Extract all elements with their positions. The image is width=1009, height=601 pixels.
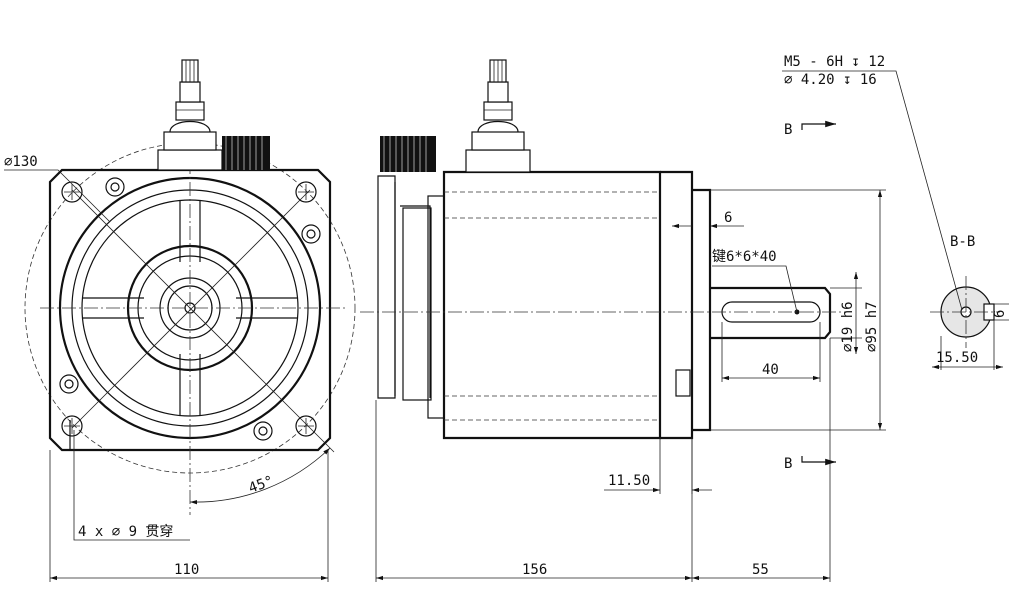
rear-spacer	[402, 207, 432, 401]
label-section-bottom: B	[784, 456, 792, 472]
section-bb	[930, 276, 1009, 370]
label-width110: 110	[174, 562, 199, 578]
side-power-connector	[465, 59, 531, 173]
mount-hole-leader	[73, 430, 190, 541]
front-diagonals	[71, 189, 311, 429]
dia130-leader	[4, 169, 111, 223]
angle-45-arc	[189, 447, 331, 505]
side-encoder-connector	[380, 136, 436, 172]
label-angle: 45°	[247, 473, 276, 497]
rear-step	[394, 182, 431, 398]
motor-body	[442, 170, 662, 440]
section-extension-lines	[940, 320, 995, 370]
labels: ∅130 4 x ∅ 9 贯穿 45° 110 156 55 11.50 6 键…	[4, 54, 1008, 578]
front-view	[24, 59, 356, 515]
label-section-width: 15.50	[936, 350, 978, 366]
body-hidden-lines	[444, 191, 660, 421]
rear-cover	[377, 175, 396, 399]
width110-extensions	[49, 450, 329, 582]
key40-extensions	[721, 322, 821, 382]
mount-hole-tl	[61, 181, 83, 203]
label-dia130: ∅130	[4, 154, 38, 170]
screw-boss-1	[105, 177, 125, 197]
front-ribs	[82, 200, 298, 416]
length156-extensions	[375, 400, 693, 582]
section-centerlines	[930, 276, 1000, 348]
screw-boss-3	[59, 374, 79, 394]
screw-boss-4	[253, 421, 273, 441]
screw-boss-2	[301, 224, 321, 244]
label-step11: 11.50	[608, 473, 650, 489]
pilot	[692, 188, 712, 432]
front-encoder-connector	[222, 136, 270, 170]
label-section-key: 6	[992, 310, 1008, 318]
step11-extensions	[659, 438, 693, 494]
label-section-top: B	[784, 122, 792, 138]
dia95-extensions	[710, 189, 886, 431]
label-length156: 156	[522, 562, 547, 578]
flange-notch	[675, 369, 691, 397]
section-key-extensions	[994, 303, 1009, 321]
key-leader	[712, 265, 798, 313]
label-key-spec: 键6*6*40	[712, 249, 777, 265]
front-flange	[660, 170, 694, 440]
section-arrow-top	[801, 120, 836, 130]
shaft	[710, 286, 832, 340]
label-dia19: ∅19 h6	[840, 301, 856, 352]
mount-hole-tr	[295, 181, 317, 203]
label-section-title: B-B	[950, 234, 975, 250]
angle-45-leader	[309, 427, 335, 453]
thread-leader	[782, 70, 963, 311]
front-power-connector	[157, 59, 223, 171]
dimensions	[4, 70, 963, 582]
label-thread-line2: ∅ 4.20 ↧ 16	[784, 72, 877, 88]
label-flange6: 6	[724, 210, 732, 226]
label-thread-line1: M5 - 6H ↧ 12	[784, 54, 885, 70]
section-arrow-bottom	[801, 456, 836, 466]
label-mount-holes: 4 x ∅ 9 贯穿	[78, 524, 173, 540]
label-dia95: ∅95 h7	[864, 301, 880, 352]
label-key40: 40	[762, 362, 779, 378]
mount-hole-bl	[61, 415, 83, 437]
label-shaft55: 55	[752, 562, 769, 578]
mount-hole-br	[295, 415, 317, 437]
